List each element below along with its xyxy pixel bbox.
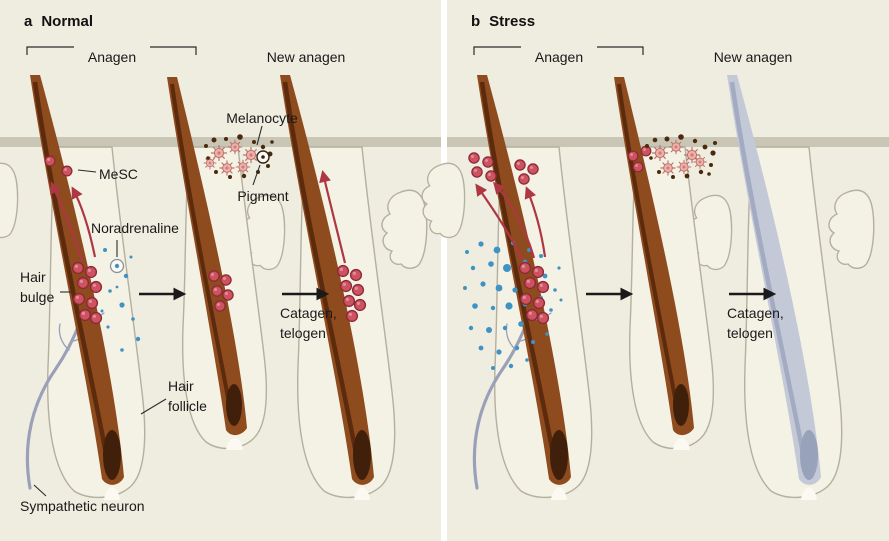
panel-b-illustration: [422, 0, 889, 541]
noradrenaline-callout-icon: [109, 258, 125, 274]
pigment-granules: [204, 134, 274, 179]
pigment-granules: [645, 134, 717, 179]
mesc-migration-arrows: [50, 170, 347, 264]
pigment-callout-icon: [256, 150, 270, 164]
anagen-bracket: [473, 46, 644, 55]
noradrenaline-dots: [100, 248, 141, 352]
noradrenaline-burst: [463, 240, 563, 370]
panel-divider: [441, 0, 447, 541]
panel-a-illustration: [0, 0, 442, 541]
pointer-lines: [33, 125, 263, 497]
mesc-migration-arrows: [475, 181, 547, 262]
anagen-bracket: [26, 46, 197, 55]
